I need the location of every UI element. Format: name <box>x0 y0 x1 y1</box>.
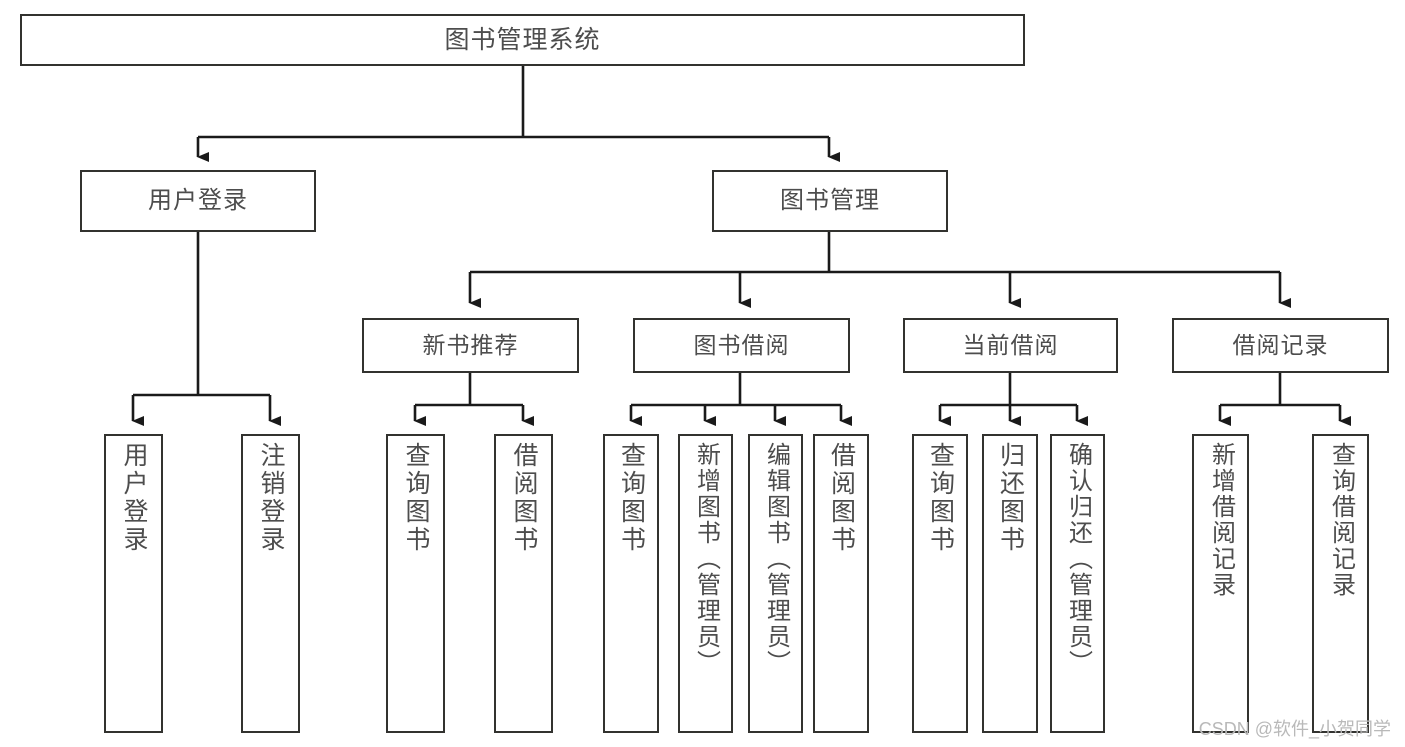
leaf-query-book-1[interactable]: 查询图书 <box>386 434 445 733</box>
leaf-borrow-book-2[interactable]: 借阅图书 <box>813 434 869 733</box>
node-new-book-recommend[interactable]: 新书推荐 <box>362 318 579 373</box>
node-user-login[interactable]: 用户登录 <box>80 170 316 232</box>
leaf-add-book-label: 新增图书（管理员） <box>692 442 720 676</box>
leaf-borrow-book-1[interactable]: 借阅图书 <box>494 434 553 733</box>
leaf-add-record[interactable]: 新增借阅记录 <box>1192 434 1249 733</box>
leaf-return-book-label: 归还图书 <box>996 442 1025 554</box>
node-current-borrow-label: 当前借阅 <box>962 331 1059 358</box>
leaf-confirm-return[interactable]: 确认归还（管理员） <box>1050 434 1105 733</box>
leaf-query-record-label: 查询借阅记录 <box>1327 442 1355 598</box>
leaf-confirm-return-label: 确认归还（管理员） <box>1064 442 1092 676</box>
leaf-add-record-label: 新增借阅记录 <box>1207 442 1235 598</box>
node-current-borrow[interactable]: 当前借阅 <box>903 318 1118 373</box>
node-borrow-record[interactable]: 借阅记录 <box>1172 318 1389 373</box>
leaf-edit-book[interactable]: 编辑图书（管理员） <box>748 434 803 733</box>
node-root-label: 图书管理系统 <box>444 26 601 54</box>
node-book-management[interactable]: 图书管理 <box>712 170 948 232</box>
leaf-query-book-1-label: 查询图书 <box>402 442 430 554</box>
leaf-user-logout[interactable]: 注销登录 <box>241 434 300 733</box>
leaf-add-book[interactable]: 新增图书（管理员） <box>678 434 733 733</box>
leaf-return-book[interactable]: 归还图书 <box>982 434 1038 733</box>
leaf-user-logout-label: 注销登录 <box>257 442 285 554</box>
node-book-management-label: 图书管理 <box>780 186 880 214</box>
node-root[interactable]: 图书管理系统 <box>20 14 1025 66</box>
leaf-edit-book-label: 编辑图书（管理员） <box>762 442 790 676</box>
watermark-text: CSDN @软件_小贺同学 <box>1198 719 1391 739</box>
leaf-borrow-book-1-label: 借阅图书 <box>510 442 538 554</box>
leaf-query-book-2-label: 查询图书 <box>617 442 646 554</box>
node-new-book-recommend-label: 新书推荐 <box>422 331 519 358</box>
node-book-borrow-label: 图书借阅 <box>693 331 790 358</box>
leaf-user-login[interactable]: 用户登录 <box>104 434 163 733</box>
leaf-query-book-2[interactable]: 查询图书 <box>603 434 659 733</box>
node-borrow-record-label: 借阅记录 <box>1232 331 1329 358</box>
leaf-query-record[interactable]: 查询借阅记录 <box>1312 434 1369 733</box>
leaf-user-login-label: 用户登录 <box>120 442 148 554</box>
node-book-borrow[interactable]: 图书借阅 <box>633 318 850 373</box>
leaf-query-book-3[interactable]: 查询图书 <box>912 434 968 733</box>
node-user-login-label: 用户登录 <box>148 186 248 214</box>
leaf-query-book-3-label: 查询图书 <box>926 442 955 554</box>
leaf-borrow-book-2-label: 借阅图书 <box>827 442 856 554</box>
